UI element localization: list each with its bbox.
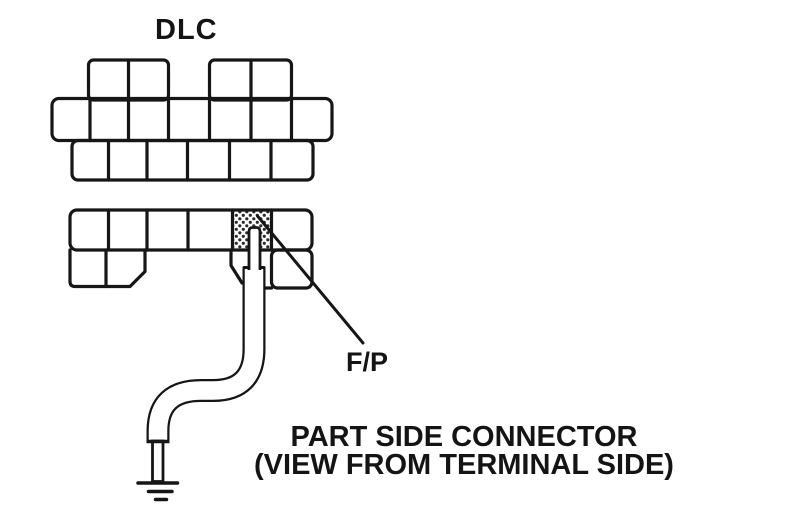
probe-wire-core bbox=[148, 267, 264, 441]
fp-leader-line bbox=[256, 214, 365, 345]
test-probe bbox=[146, 226, 266, 441]
part-side-bottom-left-cells bbox=[68, 248, 147, 289]
part-side-probe-pocket-left bbox=[229, 248, 244, 285]
ground-symbol bbox=[136, 439, 180, 502]
probe-wire-outline bbox=[146, 267, 266, 441]
dlc-bottom-row bbox=[70, 138, 315, 182]
probe-tip-pin bbox=[247, 226, 262, 270]
part-side-top-row bbox=[68, 208, 314, 252]
part-side-connector bbox=[68, 208, 314, 290]
caption-line-1: PART SIDE CONNECTOR bbox=[290, 421, 638, 453]
diagram-caption: PART SIDE CONNECTOR (VIEW FROM TERMINAL … bbox=[238, 421, 690, 481]
dlc-label: DLC bbox=[155, 14, 218, 46]
part-side-bottom-right-cell bbox=[269, 248, 314, 290]
caption-line-2: (VIEW FROM TERMINAL SIDE) bbox=[254, 449, 674, 481]
dlc-connector bbox=[50, 58, 334, 182]
ground-lead-pin bbox=[151, 439, 165, 483]
fp-terminal-label: F/P bbox=[346, 347, 389, 377]
